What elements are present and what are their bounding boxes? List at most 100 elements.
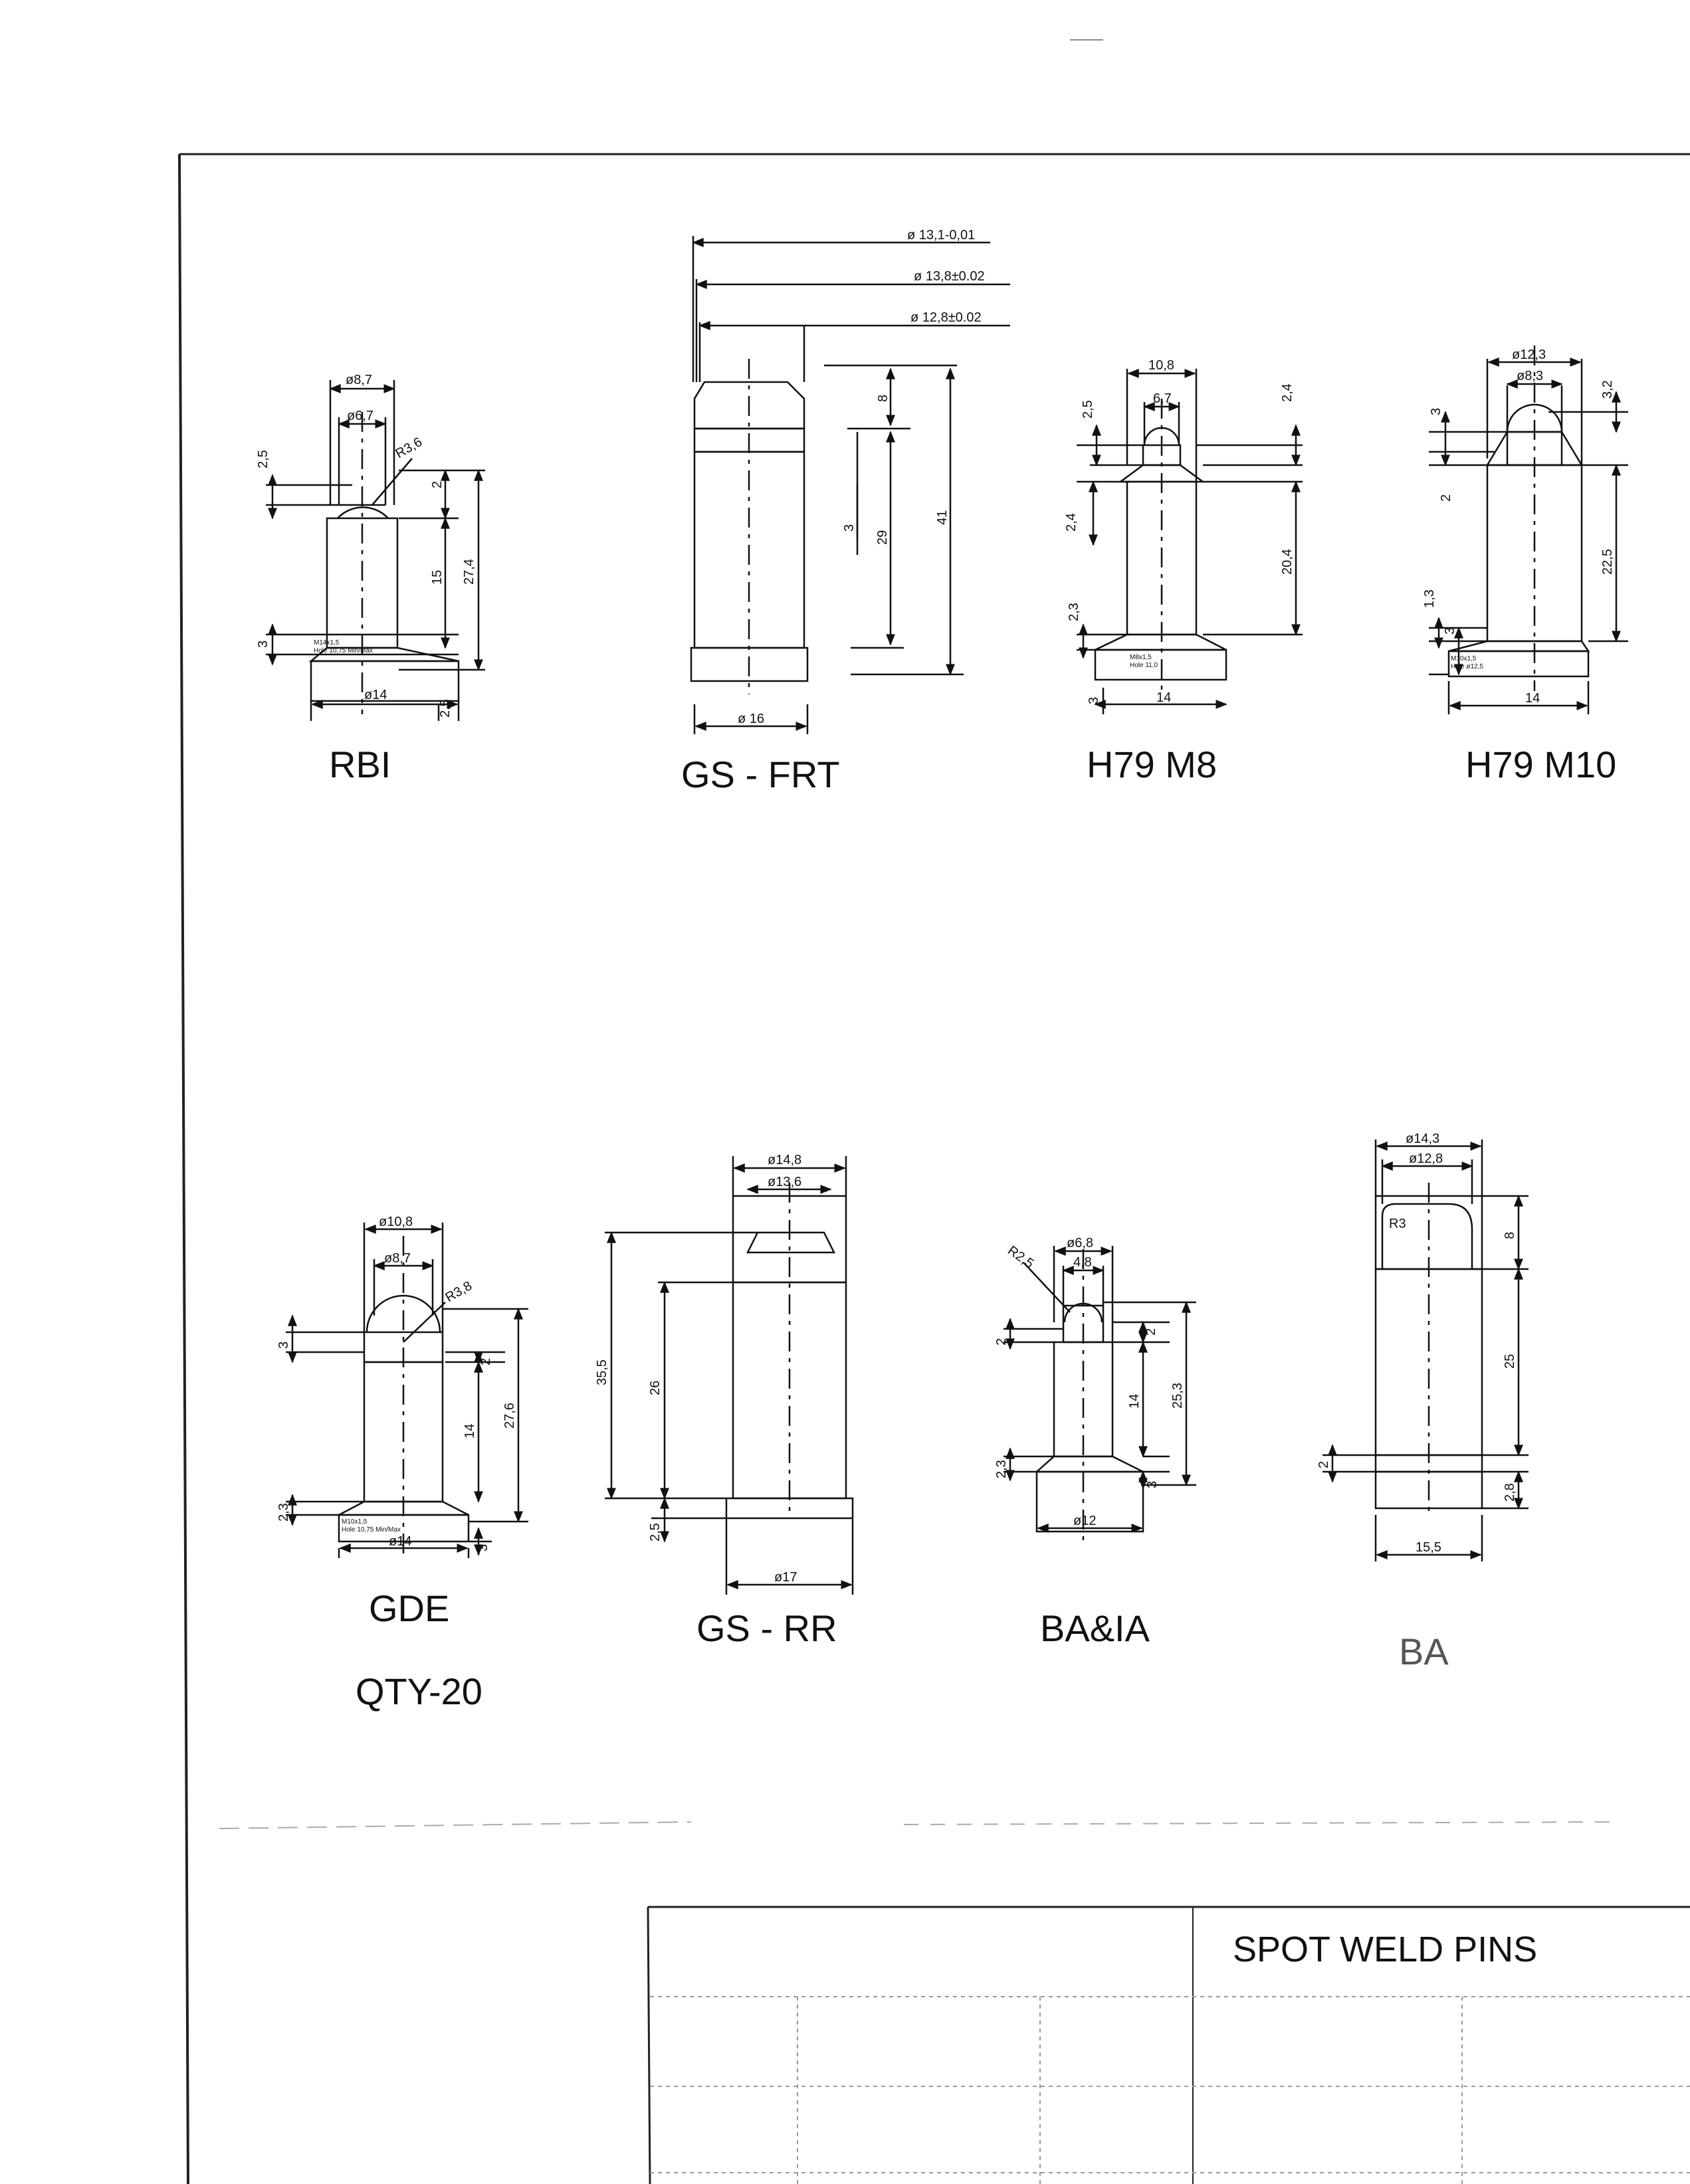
pin-dims-rbi: ø8,7 ø6,7 R3,6 2,5 2 15 27,4 3 2,5 ø14 M… [256, 373, 476, 718]
dim-h79m10-h-top-l: 3 [1429, 408, 1443, 415]
note-h79m8-thread: M8x1,5 [1130, 654, 1152, 661]
pin-drawing-gs-frt [690, 236, 1010, 734]
dim-h79m10-h-top-r: 3,2 [1600, 380, 1615, 399]
dim-gsrr-h-base: 2,5 [648, 1523, 663, 1541]
dim-h79m8-h-low-l: 2,3 [1067, 603, 1081, 621]
dim-gsfrt-h-total: 41 [935, 510, 950, 525]
note-h79m10-thread: M10x1,5 [1451, 655, 1477, 662]
pin-label-h79-m8: H79 M8 [1087, 744, 1217, 785]
dim-baia-d-inner: 4,8 [1073, 1255, 1092, 1270]
dim-gsfrt-d-lower: ø 12,8±0.02 [910, 310, 982, 325]
dim-ba-radius: R3 [1389, 1217, 1406, 1231]
dim-baia-d-outer: ø6,8 [1067, 1236, 1093, 1250]
dim-rbi-d-inner: ø6,7 [347, 409, 373, 423]
pin-label-rbi: RBI [329, 744, 391, 785]
dim-h79m10-h-bottom-l: 3 [1443, 627, 1457, 635]
dim-h79m10-h-mid-l: 2 [1439, 494, 1453, 502]
dim-gsrr-d-base: ø17 [774, 1570, 797, 1585]
pin-label-gs-rr: GS - RR [696, 1607, 837, 1649]
dim-gsrr-d-outer: ø14,8 [768, 1153, 801, 1167]
pin-dims-gs-rr: ø14,8 ø13,6 35,5 26 2,5 ø17 [595, 1153, 801, 1585]
dim-gde-d-outer: ø10,8 [379, 1215, 413, 1229]
dim-gsrr-h-shaft: 26 [648, 1381, 663, 1395]
dim-gde-d-base: ø14 [389, 1534, 411, 1549]
dim-rbi-h-shaft: 15 [430, 570, 445, 585]
note-rbi-thread: M14x1,5 [314, 639, 340, 646]
dim-h79m8-d-outer: 10,8 [1148, 358, 1174, 373]
dim-ba-d-base: 15,5 [1416, 1540, 1441, 1555]
dim-gsfrt-h-top: 8 [876, 395, 891, 402]
pin-label-ba-ia: BA&IA [1040, 1607, 1150, 1649]
dim-gsfrt-d-top: ø 13,1-0,01 [907, 228, 975, 243]
dim-ba-h-top: 8 [1503, 1232, 1517, 1239]
pin-label-gde: GDE [369, 1587, 449, 1629]
dim-h79m8-d-base: 14 [1156, 690, 1171, 705]
dim-rbi-d-base: ø14 [364, 688, 387, 702]
dim-baia-h-low: 2,3 [994, 1460, 1009, 1478]
note-gde-hole: Hole 10,75 Min/Max [342, 1526, 401, 1534]
pin-dims-ba: ø14,3 ø12,8 R3 8 25 2 2,8 15,5 [1317, 1132, 1517, 1555]
pin-drawing-ba [1322, 1140, 1529, 1561]
dim-baia-h-top: 2 [994, 1338, 1009, 1345]
note-rbi-hole: Hole 10,75 Min/Max [314, 647, 373, 654]
dim-rbi-h-total: 27,4 [462, 559, 476, 585]
dim-rbi-h-flange: 3 [256, 641, 270, 648]
pin-sublabel-gde-qty: QTY-20 [356, 1670, 482, 1712]
note-h79m8-hole: Hole 11,0 [1130, 662, 1158, 669]
dim-gde-h-shaft: 14 [463, 1424, 477, 1439]
dim-rbi-h-bottom: 2,5 [438, 699, 453, 718]
dim-gde-h-low: 2,3 [276, 1503, 291, 1522]
dim-ba-h-bottom: 2,8 [1503, 1483, 1517, 1502]
dim-ba-d-outer: ø14,3 [1406, 1132, 1439, 1146]
dim-gde-h-total: 27,6 [502, 1403, 517, 1429]
dim-h79m8-h-shaft: 20,4 [1280, 549, 1295, 575]
dim-gsrr-d-inner: ø13,6 [768, 1175, 801, 1189]
dim-h79m8-h-bottom-l: 3 [1087, 697, 1101, 704]
dim-gde-h-bottom: 3 [476, 1544, 490, 1551]
dim-h79m8-h-top-l: 2,5 [1081, 400, 1095, 419]
dim-h79m10-d-inner: ø8,3 [1517, 369, 1543, 383]
dim-gde-h-shoulder: 2 [478, 1358, 493, 1365]
dim-gsfrt-h-small: 3 [842, 524, 857, 532]
pin-drawing-gs-rr [605, 1156, 854, 1595]
dim-h79m8-d-inner: 6,7 [1153, 391, 1172, 406]
dim-rbi-h-shoulder: 2 [430, 481, 445, 488]
dim-gsrr-h-total: 35,5 [595, 1359, 609, 1385]
note-h79m10-hole: Hole ø12,5 [1451, 663, 1483, 670]
title-block [647, 1906, 1690, 2184]
dim-rbi-h-top: 2,5 [256, 450, 270, 468]
pin-dims-h79-m10: ø12,3 ø8,3 3 3,2 2 22,5 1,3 3 14 M10x1,5… [1422, 347, 1615, 706]
dim-gsfrt-d-base: ø 16 [738, 712, 764, 726]
pin-drawing-h79-m10 [1429, 346, 1628, 714]
pin-drawing-ba-ia [1003, 1246, 1196, 1541]
dim-gde-h-top: 3 [276, 1341, 291, 1349]
dim-baia-h-shaft: 14 [1127, 1394, 1142, 1409]
dim-ba-d-inner: ø12,8 [1409, 1151, 1443, 1166]
pin-drawing-h79-m8 [1077, 369, 1303, 714]
dim-baia-h-total: 25,3 [1170, 1383, 1185, 1409]
pin-dims-gs-frt: ø 13,1-0,01 ø 13,8±0.02 ø 12,8±0.02 8 3 … [738, 228, 985, 726]
dim-h79m8-h-top-r: 2,4 [1280, 383, 1295, 402]
sheet-frame [178, 39, 1690, 2184]
dim-baia-radius: R2,5 [1005, 1243, 1036, 1271]
dim-h79m10-h-low-l: 1,3 [1422, 589, 1437, 608]
pin-drawing-gde [286, 1223, 528, 1558]
pin-label-gs-frt: GS - FRT [681, 753, 840, 795]
dim-h79m10-h-shaft: 22,5 [1600, 549, 1615, 575]
dim-gde-d-inner: ø8,7 [384, 1251, 411, 1266]
dim-ba-h-shaft: 25 [1503, 1354, 1517, 1369]
dim-rbi-radius: R3,6 [393, 435, 425, 461]
dim-baia-h-bottom: 3 [1145, 1481, 1160, 1488]
dim-rbi-d-outer: ø8,7 [346, 373, 372, 387]
note-gde-thread: M10x1,5 [342, 1518, 368, 1526]
dim-gsfrt-h-shaft: 29 [875, 530, 890, 545]
pin-dims-ba-ia: ø6,8 4,8 R2,5 2 2 14 25,3 2,3 3 ø12 [994, 1236, 1185, 1528]
dim-h79m10-d-base: 14 [1525, 691, 1540, 706]
dim-gde-radius: R3,8 [443, 1278, 475, 1305]
dim-baia-d-base: ø12 [1073, 1514, 1096, 1528]
title-block-title: SPOT WELD PINS [1233, 1930, 1537, 1969]
pin-drawing-rbi [266, 380, 485, 721]
pin-label-h79-m10: H79 M10 [1465, 744, 1616, 785]
dim-ba-h-flange: 2 [1317, 1461, 1331, 1468]
